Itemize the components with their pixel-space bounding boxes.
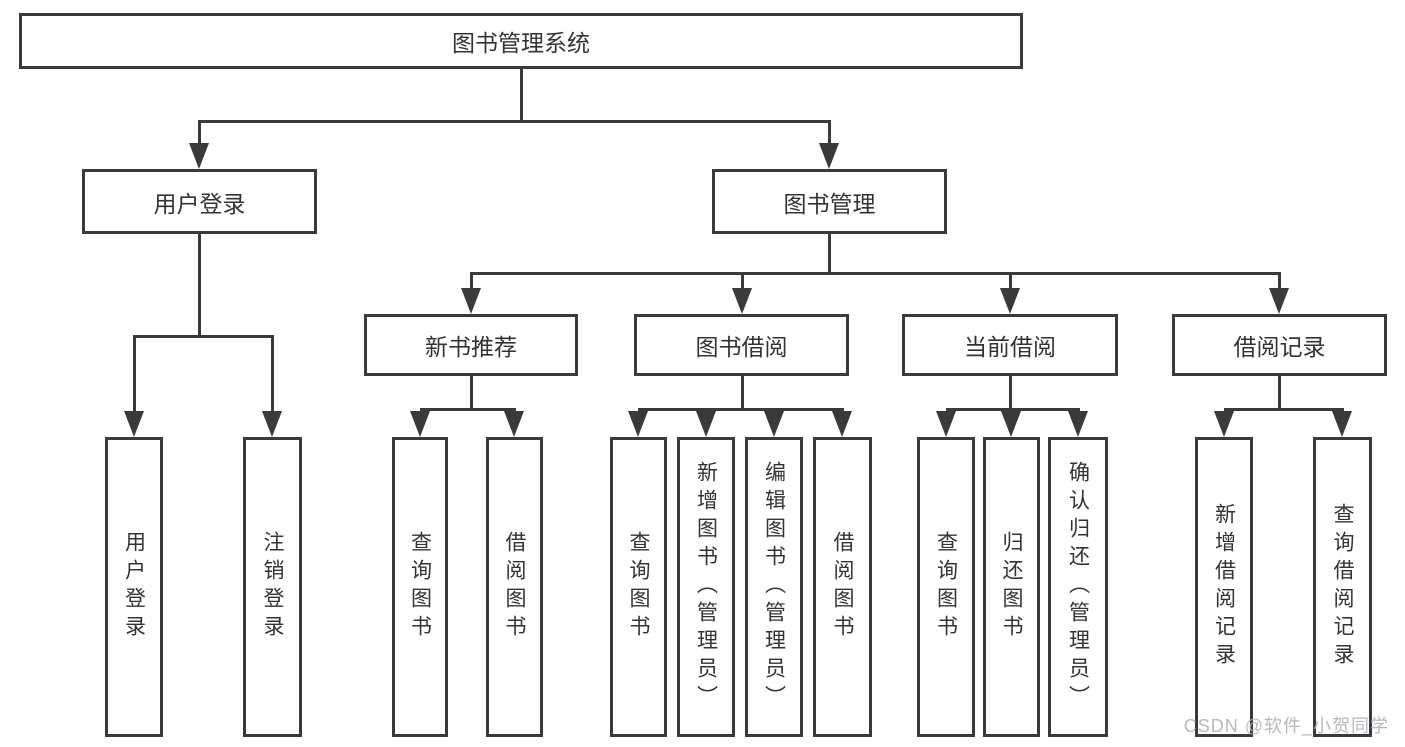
leaf-return-books: 归还图书: [983, 437, 1040, 737]
connector-book-management-stem: [828, 234, 831, 272]
node-borrowing-records: 借阅记录: [1172, 314, 1387, 376]
csdn-watermark: CSDN @软件_小贺同学: [1183, 716, 1389, 736]
leaf-borrow-books: 借阅图书: [813, 437, 872, 737]
node-library-management-system: 图书管理系统: [19, 13, 1023, 69]
leaf-label: 新增借阅记录: [1212, 503, 1236, 671]
arrowhead-down-icon: [696, 411, 716, 437]
arrowhead-down-icon: [1269, 288, 1289, 314]
leaf-query-books-borrowing: 查询图书: [610, 437, 667, 737]
connector-drop-leaf: [271, 335, 274, 411]
connector-book-borrow-stem: [741, 376, 744, 408]
node-book-borrowing: 图书借阅: [634, 314, 849, 376]
leaf-query-borrow-record: 查询借阅记录: [1313, 437, 1372, 737]
arrowhead-down-icon: [504, 411, 524, 437]
arrowhead-down-icon: [124, 411, 144, 437]
arrowhead-down-icon: [1001, 411, 1021, 437]
leaf-label: 查询图书: [934, 531, 958, 643]
leaf-query-books-current: 查询图书: [917, 437, 975, 737]
leaf-label: 用户登录: [122, 531, 146, 643]
connector-root-rail: [199, 120, 830, 123]
leaf-label: 新增图书（管理员）: [694, 461, 718, 713]
node-book-management: 图书管理: [712, 169, 947, 234]
node-user-login: 用户登录: [82, 169, 317, 234]
arrowhead-down-icon: [819, 143, 839, 169]
leaf-label: 确认归还（管理员）: [1066, 461, 1090, 713]
arrowhead-down-icon: [1214, 411, 1234, 437]
leaf-label: 注销登录: [261, 531, 284, 643]
arrowhead-down-icon: [764, 411, 784, 437]
connector-drop-new-book: [470, 272, 473, 288]
connector-new-book-stem: [470, 376, 473, 408]
arrowhead-down-icon: [189, 143, 209, 169]
leaf-label: 查询图书: [408, 531, 432, 643]
connector-current-borrow-rail: [946, 408, 1080, 411]
connector-drop-borrow-records: [1278, 272, 1281, 288]
arrowhead-down-icon: [262, 411, 282, 437]
arrowhead-down-icon: [461, 288, 481, 314]
leaf-add-borrow-record: 新增借阅记录: [1195, 437, 1253, 737]
connector-book-management-rail: [471, 272, 1280, 275]
leaf-label: 借阅图书: [831, 531, 854, 643]
leaf-label: 查询图书: [627, 531, 650, 643]
arrowhead-down-icon: [1000, 288, 1020, 314]
connector-user-login-rail: [134, 335, 273, 338]
leaf-label: 编辑图书（管理员）: [762, 461, 786, 713]
arrowhead-down-icon: [1068, 411, 1088, 437]
arrowhead-down-icon: [628, 411, 648, 437]
connector-new-book-rail: [420, 408, 516, 411]
connector-current-borrow-stem: [1009, 376, 1012, 408]
leaf-label: 借阅图书: [503, 531, 526, 643]
node-current-borrowing: 当前借阅: [902, 314, 1118, 376]
leaf-edit-books-admin: 编辑图书（管理员）: [745, 437, 803, 737]
leaf-add-books-admin: 新增图书（管理员）: [677, 437, 735, 737]
arrowhead-down-icon: [410, 411, 430, 437]
connector-drop-current-borrow: [1009, 272, 1012, 288]
leaf-user-login: 用户登录: [105, 437, 163, 737]
connector-book-borrow-rail: [638, 408, 844, 411]
connector-root-stem: [520, 69, 523, 120]
connector-drop-leaf: [133, 335, 136, 411]
leaf-logout: 注销登录: [243, 437, 302, 737]
node-new-book-recommendation: 新书推荐: [364, 314, 578, 376]
arrowhead-down-icon: [732, 288, 752, 314]
connector-borrow-records-stem: [1278, 376, 1281, 408]
arrowhead-down-icon: [832, 411, 852, 437]
connector-drop-book-management: [828, 120, 831, 143]
leaf-confirm-return-admin: 确认归还（管理员）: [1048, 437, 1108, 737]
arrowhead-down-icon: [936, 411, 956, 437]
leaf-query-books-recommend: 查询图书: [392, 437, 448, 737]
arrowhead-down-icon: [1332, 411, 1352, 437]
connector-drop-user-login: [198, 120, 201, 143]
connector-drop-book-borrow: [741, 272, 744, 288]
connector-borrow-records-rail: [1224, 408, 1344, 411]
leaf-borrow-books-recommend: 借阅图书: [486, 437, 543, 737]
leaf-label: 归还图书: [1000, 531, 1023, 643]
leaf-label: 查询借阅记录: [1331, 503, 1354, 671]
connector-user-login-stem: [198, 234, 201, 335]
